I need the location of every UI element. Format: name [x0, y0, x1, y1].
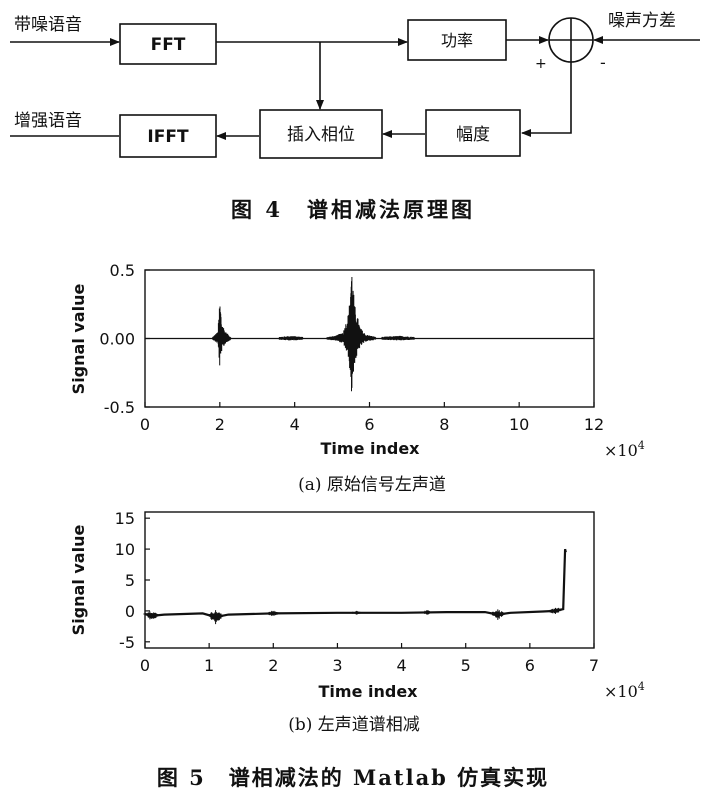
chart-a-xtick-label-4: 8	[439, 415, 449, 434]
label-insert-phase: 插入相位	[287, 125, 355, 145]
magnitude-box	[425, 109, 521, 157]
label-power: 功率	[441, 31, 473, 50]
chart-a-xtick-label-3: 6	[364, 415, 374, 434]
chart-a-ytick-label-2: -0.5	[104, 398, 135, 417]
minus-sign: -	[600, 53, 606, 72]
chart-b-xtick-label-0: 0	[140, 656, 150, 675]
chart-a-xtick-label-6: 12	[584, 415, 604, 434]
chart-a-mult-exp: 4	[638, 439, 645, 452]
plus-sign: +	[535, 56, 547, 72]
chart-b-panel-label: (b) 左声道谱相减	[288, 715, 420, 735]
chart-a-xlabel: Time index	[321, 439, 421, 458]
chart-b-mult-base: ×10	[604, 682, 638, 701]
chart-b-ylabel: Signal value	[69, 525, 88, 636]
chart-b-noise-bursts	[143, 607, 564, 625]
label-noisy-speech: 带噪语音	[14, 15, 82, 35]
chart-b-xtick-label-6: 6	[525, 656, 535, 675]
chart-b-spectral-subtraction: Signal value Time index ×104 (b) 左声道谱相减 …	[69, 509, 645, 735]
chart-b-mult-exp: 4	[638, 680, 645, 693]
label-noise-variance: 噪声方差	[608, 11, 676, 31]
label-enhanced-speech: 增强语音	[14, 111, 82, 131]
chart-a-panel-label: (a) 原始信号左声道	[298, 475, 446, 495]
chart-a-xtick-label-5: 10	[509, 415, 529, 434]
chart-a-original-left-channel: Signal value Time index ×104 (a) 原始信号左声道…	[69, 261, 645, 495]
chart-b-signal-series	[144, 548, 567, 619]
chart-b-xtick-label-2: 2	[268, 656, 278, 675]
chart-a-xtick-label-1: 2	[215, 415, 225, 434]
chart-b-xtick-label-4: 4	[396, 656, 406, 675]
chart-a-xtick-label-2: 4	[290, 415, 300, 434]
label-ifft: IFFT	[147, 127, 189, 147]
fig4-caption: 图 4 谱相减法原理图	[231, 197, 475, 222]
chart-b-ytick-label-1: 10	[115, 540, 135, 559]
fig5-caption: 图 5 谱相减法的 Matlab 仿真实现	[157, 765, 549, 790]
chart-b-xlabel: Time index	[319, 682, 419, 701]
chart-b-axes-box	[144, 511, 595, 649]
chart-b-xtick-label-5: 5	[461, 656, 471, 675]
chart-a-mult-base: ×10	[604, 441, 638, 460]
chart-a-x-multiplier: ×104	[604, 439, 645, 460]
chart-a-signal-series	[212, 277, 415, 392]
chart-b-xtick-label-1: 1	[204, 656, 214, 675]
chart-b-ytick-label-4: -5	[119, 633, 135, 652]
label-fft: FFT	[151, 35, 186, 55]
chart-b-x-multiplier: ×104	[604, 680, 645, 701]
chart-a-ytick-label-0: 0.5	[110, 261, 135, 280]
chart-b-ytick-label-2: 5	[125, 571, 135, 590]
chart-b-ytick-label-3: 0	[125, 602, 135, 621]
fft-box	[119, 23, 217, 65]
chart-b-ytick-label-0: 15	[115, 509, 135, 528]
chart-a-ytick-label-1: 0.00	[99, 330, 135, 349]
chart-b-xtick-label-3: 3	[332, 656, 342, 675]
label-magnitude: 幅度	[456, 125, 490, 145]
chart-b-xtick-label-7: 7	[589, 656, 599, 675]
fig5-caption-area: 图 5 谱相减法的 Matlab 仿真实现	[157, 765, 549, 790]
block-diagram: 带噪语音 增强语音 噪声方差 FFT 功率 IFFT 插入相位 幅度 + - 图…	[10, 11, 700, 222]
chart-a-xtick-label-0: 0	[140, 415, 150, 434]
chart-a-ylabel: Signal value	[69, 284, 88, 395]
